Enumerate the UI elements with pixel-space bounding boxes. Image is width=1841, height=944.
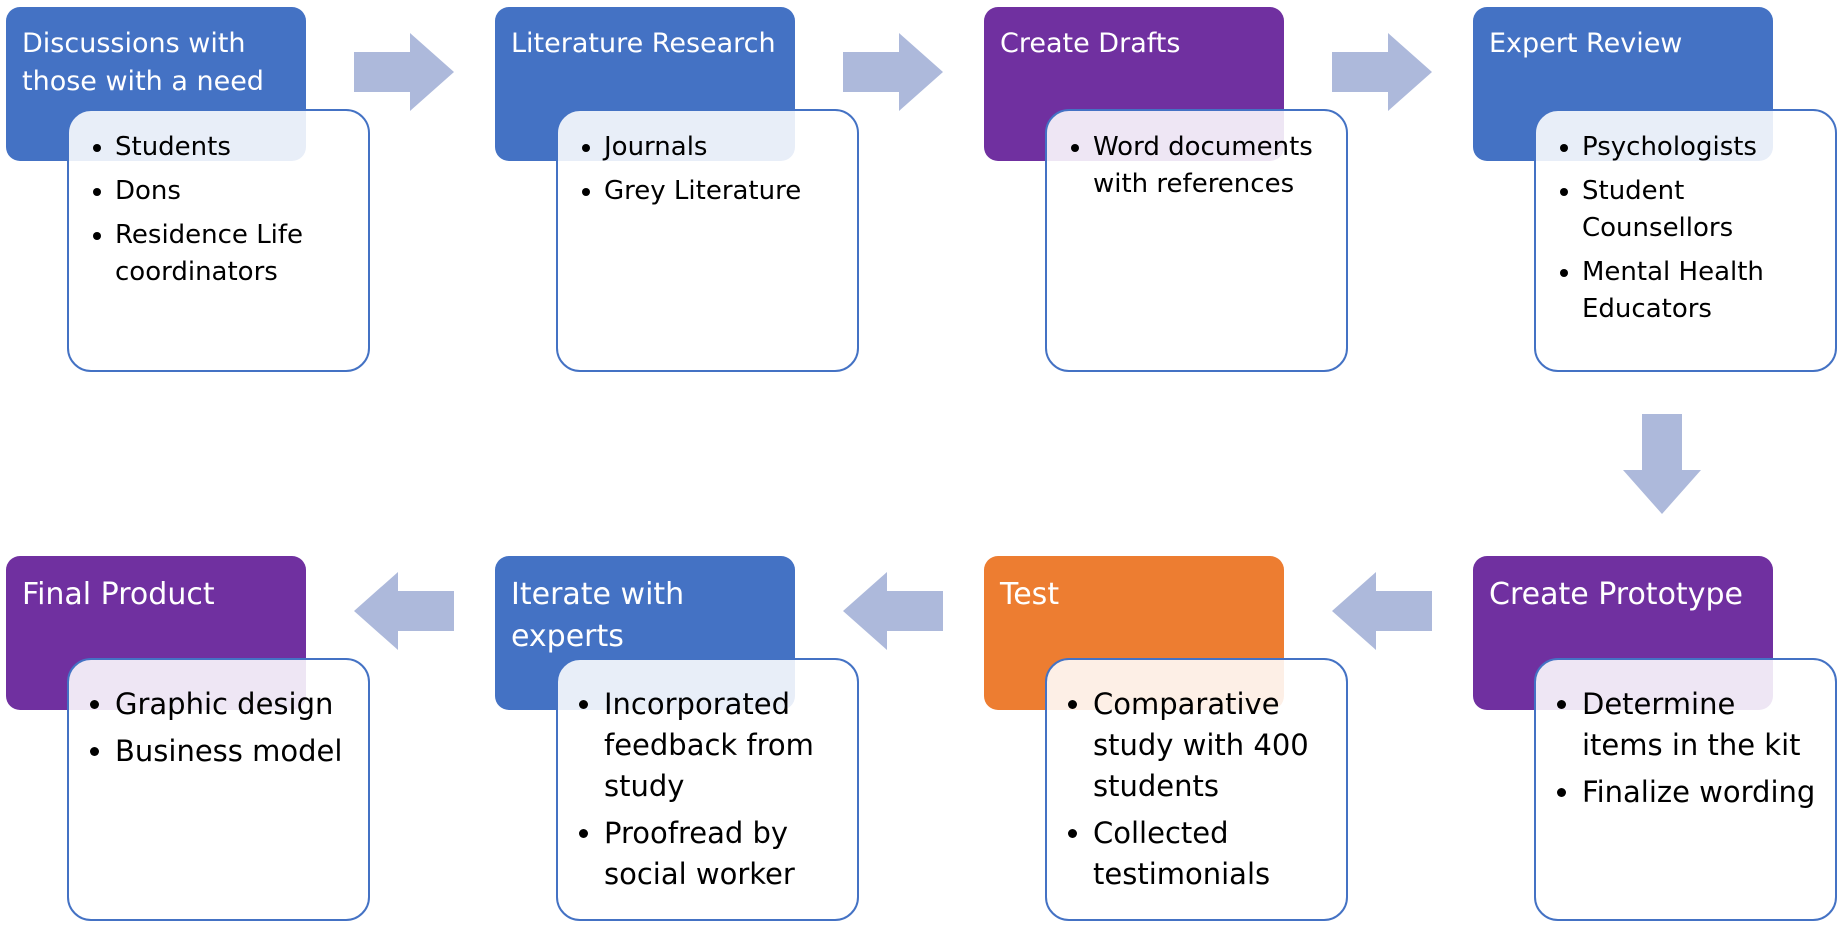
- flow-arrow-right-icon: [843, 33, 943, 111]
- process-step: TestComparative study with 400 studentsC…: [984, 556, 1348, 933]
- process-step: Literature ResearchJournalsGrey Literatu…: [495, 7, 859, 384]
- step-detail-box: Comparative study with 400 studentsColle…: [1045, 658, 1348, 921]
- step-detail-box: Word documents with references: [1045, 109, 1348, 372]
- step-detail-box: PsychologistsStudent CounsellorsMental H…: [1534, 109, 1837, 372]
- arrow-shape: [1623, 414, 1701, 514]
- arrow-shape: [843, 33, 943, 111]
- flow-arrow-down-icon: [1623, 414, 1701, 514]
- step-detail-box: Determine items in the kitFinalize wordi…: [1534, 658, 1837, 921]
- flow-arrow-left-icon: [843, 572, 943, 650]
- flow-arrow-right-icon: [354, 33, 454, 111]
- step-detail-item: Incorporated feedback from study: [604, 684, 847, 807]
- step-detail-item: Dons: [115, 173, 358, 210]
- process-step: Create DraftsWord documents with referen…: [984, 7, 1348, 384]
- step-detail-item: Students: [115, 129, 358, 166]
- process-step: Final ProductGraphic designBusiness mode…: [6, 556, 370, 933]
- step-detail-list: StudentsDonsResidence Life coordinators: [85, 129, 358, 291]
- step-detail-item: Collected testimonials: [1093, 813, 1336, 895]
- flow-arrow-right-icon: [1332, 33, 1432, 111]
- step-detail-item: Proofread by social worker: [604, 813, 847, 895]
- flow-arrow-left-icon: [1332, 572, 1432, 650]
- step-detail-list: Incorporated feedback from studyProofrea…: [574, 684, 847, 895]
- step-detail-box: JournalsGrey Literature: [556, 109, 859, 372]
- process-step: Create PrototypeDetermine items in the k…: [1473, 556, 1837, 933]
- process-step: Expert ReviewPsychologistsStudent Counse…: [1473, 7, 1837, 384]
- step-detail-item: Word documents with references: [1093, 129, 1336, 203]
- step-detail-item: Mental Health Educators: [1582, 254, 1825, 328]
- arrow-shape: [354, 572, 454, 650]
- flow-arrow-left-icon: [354, 572, 454, 650]
- step-detail-list: Word documents with references: [1063, 129, 1336, 203]
- step-detail-item: Residence Life coordinators: [115, 217, 358, 291]
- arrow-shape: [843, 572, 943, 650]
- step-detail-list: Graphic designBusiness model: [85, 684, 358, 772]
- step-detail-box: Graphic designBusiness model: [67, 658, 370, 921]
- step-detail-list: JournalsGrey Literature: [574, 129, 847, 210]
- step-detail-item: Determine items in the kit: [1582, 684, 1825, 766]
- step-detail-list: Determine items in the kitFinalize wordi…: [1552, 684, 1825, 813]
- step-detail-item: Student Counsellors: [1582, 173, 1825, 247]
- step-detail-box: Incorporated feedback from studyProofrea…: [556, 658, 859, 921]
- step-detail-box: StudentsDonsResidence Life coordinators: [67, 109, 370, 372]
- step-detail-item: Comparative study with 400 students: [1093, 684, 1336, 807]
- process-step: Iterate with expertsIncorporated feedbac…: [495, 556, 859, 933]
- arrow-shape: [354, 33, 454, 111]
- step-detail-item: Graphic design: [115, 684, 358, 725]
- step-detail-item: Psychologists: [1582, 129, 1825, 166]
- step-detail-list: PsychologistsStudent CounsellorsMental H…: [1552, 129, 1825, 328]
- step-detail-list: Comparative study with 400 studentsColle…: [1063, 684, 1336, 895]
- arrow-shape: [1332, 572, 1432, 650]
- arrow-shape: [1332, 33, 1432, 111]
- step-detail-item: Grey Literature: [604, 173, 847, 210]
- step-detail-item: Business model: [115, 731, 358, 772]
- step-detail-item: Finalize wording: [1582, 772, 1825, 813]
- step-detail-item: Journals: [604, 129, 847, 166]
- process-step: Discussions with those with a needStuden…: [6, 7, 370, 384]
